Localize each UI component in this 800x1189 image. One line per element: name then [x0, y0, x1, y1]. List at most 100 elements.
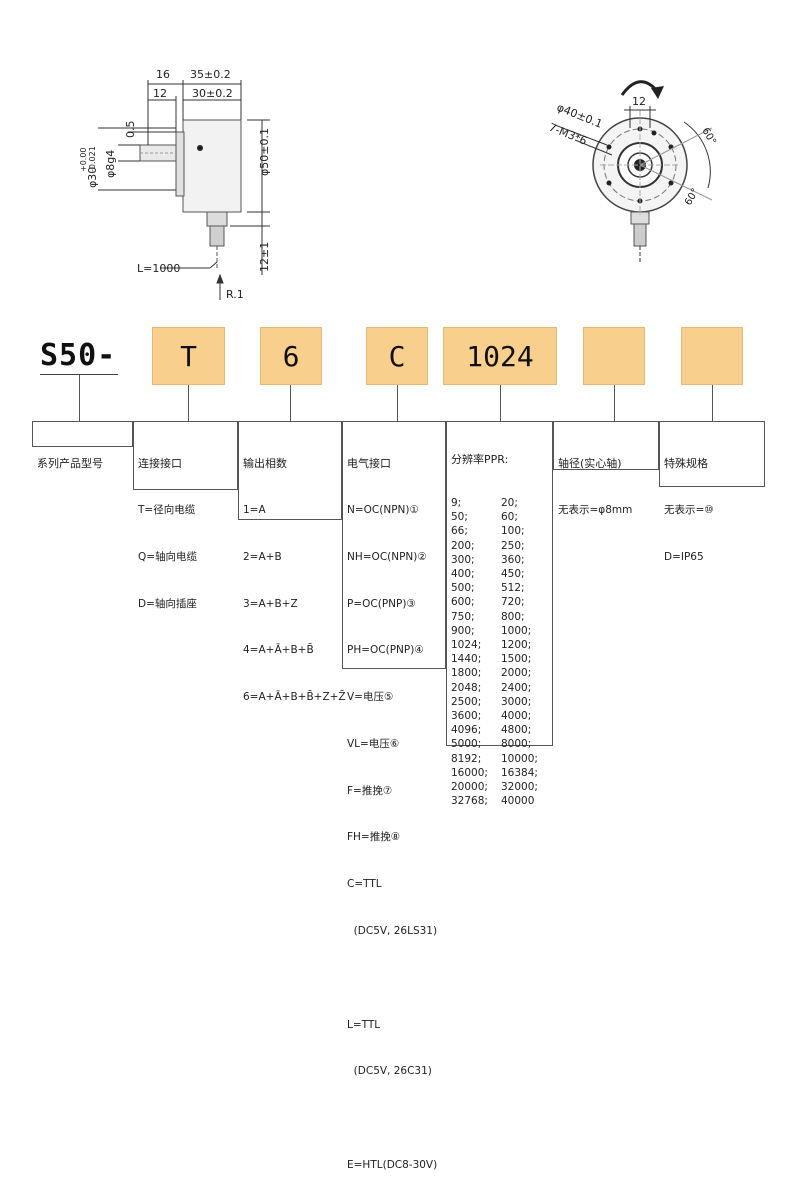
desc-electrical-line: L=TTL [347, 1018, 381, 1031]
ppr-value: 1800; [451, 667, 482, 680]
ppr-value: 9; [451, 497, 462, 510]
desc-shaft-title: 轴径(实心轴) [558, 457, 622, 471]
ppr-value: 32000; [501, 781, 538, 794]
ppr-row: 500; 512; [451, 581, 548, 595]
dim-30: 30±0.2 [192, 87, 233, 100]
dim-phi8: φ8g4 [104, 150, 117, 178]
ppr-value: 500; [451, 582, 475, 595]
dim-16: 16 [156, 68, 170, 81]
dim-shaft-tol-top: +0.00 [79, 147, 88, 172]
ppr-value: 8192; [451, 752, 482, 765]
desc-resolution: 分辨率PPR: 9;20;50;60;66;100;200;250;300;36… [446, 421, 553, 807]
connector-resolution [500, 385, 501, 421]
ppr-row: 1024;1200; [451, 638, 548, 652]
desc-electrical-line: VL=电压⑥ [347, 737, 400, 750]
desc-phase-line: 2=A+B [243, 550, 282, 563]
desc-series: 系列产品型号 [32, 421, 133, 470]
ppr-row: 1440; 1500; [451, 652, 548, 666]
dim-angle-60-top: 60° [699, 126, 717, 147]
desc-special-line: 无表示=⑩ [664, 503, 714, 516]
ppr-value: 360; [501, 553, 525, 566]
desc-shaft-line: 无表示=φ8mm [558, 503, 633, 516]
ppr-value: 4096; [451, 724, 482, 737]
desc-electrical-line: N=OC(NPN)① [347, 503, 419, 516]
ppr-row: 3600; 4000; [451, 709, 548, 723]
ppr-value: 66; [451, 525, 468, 538]
ppr-value: 4800; [501, 724, 532, 737]
dim-radius: R.1 [226, 288, 244, 301]
ppr-value: 1000; [501, 624, 532, 637]
ppr-value: 100; [501, 525, 525, 538]
connector-phase [290, 385, 291, 421]
ppr-value: 20000; [451, 781, 488, 794]
desc-phase-line: 1=A [243, 503, 266, 516]
ppr-value: 20; [501, 497, 518, 510]
desc-shaft: 轴径(实心轴) 无表示=φ8mm [553, 421, 659, 516]
ppr-row: 300; 360; [451, 553, 548, 567]
ppr-row: 2048;2400; [451, 681, 548, 695]
ppr-value: 1500; [501, 653, 532, 666]
ppr-value: 50; [451, 511, 468, 524]
dim-35: 35±0.2 [190, 68, 231, 81]
desc-connection-line: D=轴向插座 [138, 597, 197, 610]
ppr-value: 1024; [451, 639, 482, 652]
dim-12-top: 12 [153, 87, 167, 100]
ppr-value: 2500; [451, 695, 482, 708]
code-box-resolution: 1024 [443, 327, 557, 385]
ppr-row: 9; 20; [451, 496, 548, 510]
ppr-value: 400; [451, 568, 475, 581]
desc-special-title: 特殊规格 [664, 457, 708, 471]
ppr-value: 2400; [501, 681, 532, 694]
ppr-value: 3000; [501, 695, 532, 708]
ppr-value: 900; [451, 624, 475, 637]
dim-phi30: φ30 [86, 167, 99, 188]
desc-special: 特殊规格 无表示=⑩ D=IP65 [659, 421, 765, 563]
connector-connection [188, 385, 189, 421]
ppr-row: 200; 250; [451, 539, 548, 553]
desc-electrical-line: E=HTL(DC8-30V) [347, 1158, 438, 1171]
desc-electrical-line: ​ [347, 1111, 441, 1127]
desc-series-title: 系列产品型号 [37, 457, 103, 471]
desc-connection-line: Q=轴向电缆 [138, 550, 198, 563]
desc-phase-line: 4=A+Ā+B+B̄ [243, 644, 314, 657]
dim-cable-length: L=1000 [137, 262, 180, 275]
ppr-value: 512; [501, 582, 525, 595]
desc-connection-line: T=径向电缆 [138, 503, 196, 516]
desc-electrical-line: V=电压⑤ [347, 691, 394, 704]
code-box-shaft [583, 327, 645, 385]
front-view [554, 80, 713, 262]
ppr-row: 5000;8000; [451, 737, 548, 751]
desc-electrical-line: FH=推挽⑧ [347, 831, 401, 844]
ppr-value: 4000; [501, 710, 532, 723]
ppr-value: 10000; [501, 752, 538, 765]
desc-phase: 输出相数 1=A 2=A+B 3=A+B+Z 4=A+Ā+B+B̄ 6=A+Ā+… [238, 421, 346, 703]
ppr-row: 32768;40000 [451, 794, 548, 808]
dim-shaft-tol-bot: -0.021 [88, 146, 97, 172]
desc-connection-title: 连接接口 [138, 457, 182, 471]
desc-electrical-line: (DC5V, 26C31) [347, 1065, 432, 1078]
ppr-table: 9;20;50;60;66;100;200;250;300;360;400;45… [451, 496, 548, 808]
ppr-value: 200; [451, 539, 475, 552]
desc-electrical: 电气接口 N=OC(NPN)① NH=OC(NPN)② P=OC(PNP)③ P… [342, 421, 446, 1171]
desc-special-line: D=IP65 [664, 550, 704, 563]
code-box-special [681, 327, 743, 385]
ppr-row: 900; 1000; [451, 624, 548, 638]
ppr-value: 250; [501, 539, 525, 552]
ppr-value: 1440; [451, 653, 482, 666]
ppr-value: 3600; [451, 710, 482, 723]
dim-m3: 7-M3*6 [547, 121, 589, 148]
series-code: S50- [40, 338, 117, 373]
desc-electrical-line: F=推挽⑦ [347, 784, 393, 797]
ppr-value: 750; [451, 610, 475, 623]
desc-connection: 连接接口 T=径向电缆 Q=轴向电缆 D=轴向插座 [133, 421, 238, 610]
desc-resolution-title: 分辨率PPR: [451, 453, 509, 467]
side-view [98, 80, 270, 300]
ppr-value: 8000; [501, 738, 532, 751]
desc-phase-line: 3=A+B+Z [243, 597, 298, 610]
connector-shaft [614, 385, 615, 421]
code-box-electrical: C [366, 327, 428, 385]
desc-electrical-title: 电气接口 [347, 457, 391, 471]
ppr-value: 300; [451, 553, 475, 566]
desc-electrical-line: PH=OC(PNP)④ [347, 644, 424, 657]
technical-drawing: 16 35±0.2 12 30±0.2 0.5 +0.00 -0.021 φ30… [79, 68, 718, 301]
